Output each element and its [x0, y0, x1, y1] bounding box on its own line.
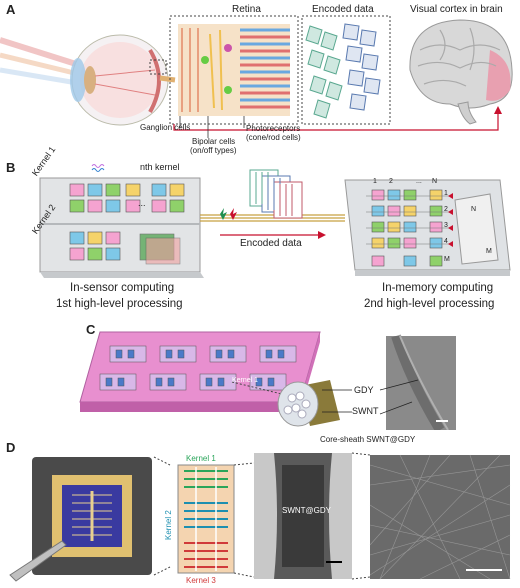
- panel-c-illustration: [79, 331, 456, 430]
- row-m-label: M: [444, 256, 450, 263]
- nth-kernel-label: nth kernel: [140, 162, 180, 172]
- encoded-data-arrow-label: Encoded data: [240, 238, 302, 249]
- array-m-label: M: [486, 248, 492, 255]
- signal-path-line: [173, 110, 499, 131]
- kernel-2-layout-label: Kernel 2: [164, 510, 173, 540]
- encoded-data-title: Encoded data: [312, 4, 374, 15]
- bipolar-label-1: Bipolar cells: [192, 137, 236, 146]
- encoded-data-box: [301, 15, 391, 125]
- panel-a-letter: A: [6, 2, 16, 17]
- bipolar-label-2: (on/off types): [190, 146, 237, 155]
- retina-box: [169, 15, 299, 125]
- panel-b-letter: B: [6, 160, 16, 175]
- column-ellipsis: ...: [416, 178, 422, 185]
- row-4-label: 4: [444, 238, 448, 245]
- kernel-3-layout-label: Kernel 3: [186, 576, 216, 585]
- panel-b-illustration: [39, 164, 511, 278]
- ganglion-label: Ganglion cells: [140, 123, 191, 132]
- tweezers-icon: [9, 540, 67, 582]
- panel-c-letter: C: [86, 322, 96, 337]
- in-sensor-computing-label: In-sensor computing: [70, 282, 175, 294]
- column-2-label: 2: [389, 178, 393, 185]
- panel-a-illustration: [0, 15, 513, 138]
- scale-bar: [436, 420, 448, 422]
- sem-swnt-gdy-label: SWNT@GDY: [282, 506, 332, 515]
- retina-layers: [178, 24, 290, 116]
- kernel-2-cells: [69, 231, 181, 265]
- device-array: [99, 345, 297, 391]
- memory-array-cells: [371, 189, 443, 267]
- kernel-1-ellipsis: ...: [138, 198, 146, 208]
- encoded-data-frames: [249, 169, 303, 219]
- panel-d-illustration: [9, 452, 511, 582]
- in-memory-computing-label: In-memory computing: [382, 282, 494, 294]
- second-level-processing-label: 2nd high-level processing: [364, 298, 495, 310]
- encoded-pattern: [305, 23, 381, 119]
- row-3-label: 3: [444, 222, 448, 229]
- retina-title: Retina: [232, 4, 261, 15]
- swnt-label: SWNT: [352, 406, 379, 416]
- sem-scale-bar: [326, 561, 342, 563]
- network-scale-bar: [466, 569, 502, 571]
- core-sheath-caption: Core-sheath SWNT@GDY: [320, 435, 416, 444]
- first-level-processing-label: 1st high-level processing: [56, 298, 183, 310]
- eye-icon: [70, 34, 176, 126]
- kernel-tag-on-wafer: Kernel 1: [232, 377, 259, 384]
- row-2-label: 2: [444, 206, 448, 213]
- core-sheath-cylinder-icon: [277, 380, 340, 427]
- gdy-label: GDY: [354, 385, 374, 395]
- array-n-label: N: [471, 206, 477, 213]
- column-1-label: 1: [373, 178, 377, 185]
- brain-icon: [409, 19, 513, 125]
- kernel-1-cells: [69, 183, 185, 213]
- column-n-label: N: [432, 178, 438, 185]
- visual-cortex-title: Visual cortex in brain: [410, 4, 503, 15]
- photoreceptor-label-1: Photoreceptors: [246, 124, 301, 133]
- photoreceptor-label-2: (cone/rod cells): [246, 133, 301, 142]
- panel-d-letter: D: [6, 440, 16, 455]
- row-1-label: 1: [444, 190, 448, 197]
- kernel-1-layout-label: Kernel 1: [186, 454, 216, 463]
